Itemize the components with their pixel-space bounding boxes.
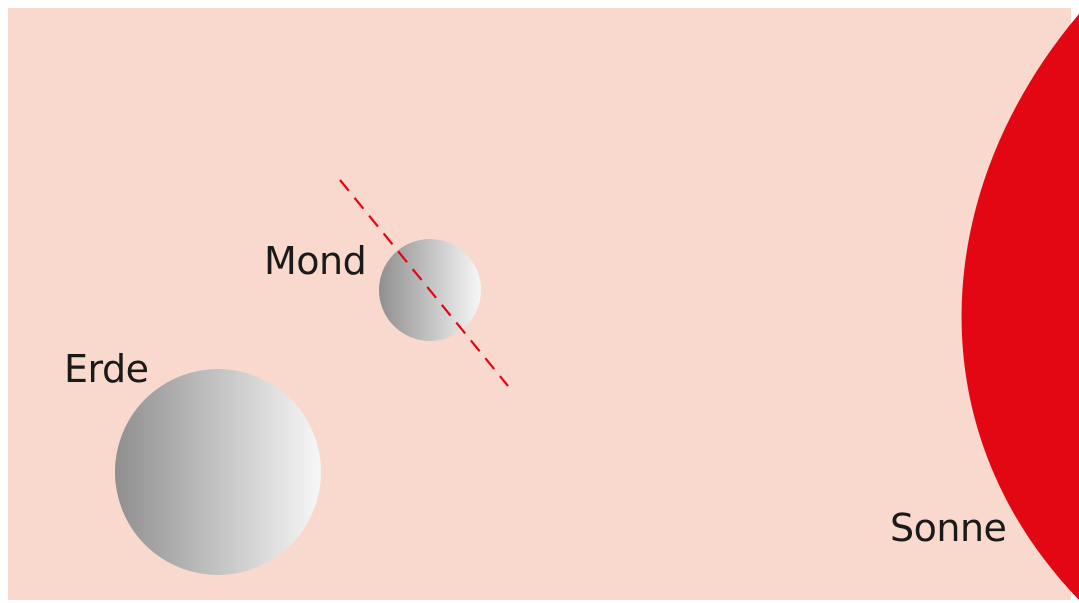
earth-sphere [115,369,321,575]
moon-label: Mond [264,239,366,283]
sun-label: Sonne [890,506,1006,550]
earth-label: Erde [64,347,148,391]
sun-disc [961,14,1079,600]
